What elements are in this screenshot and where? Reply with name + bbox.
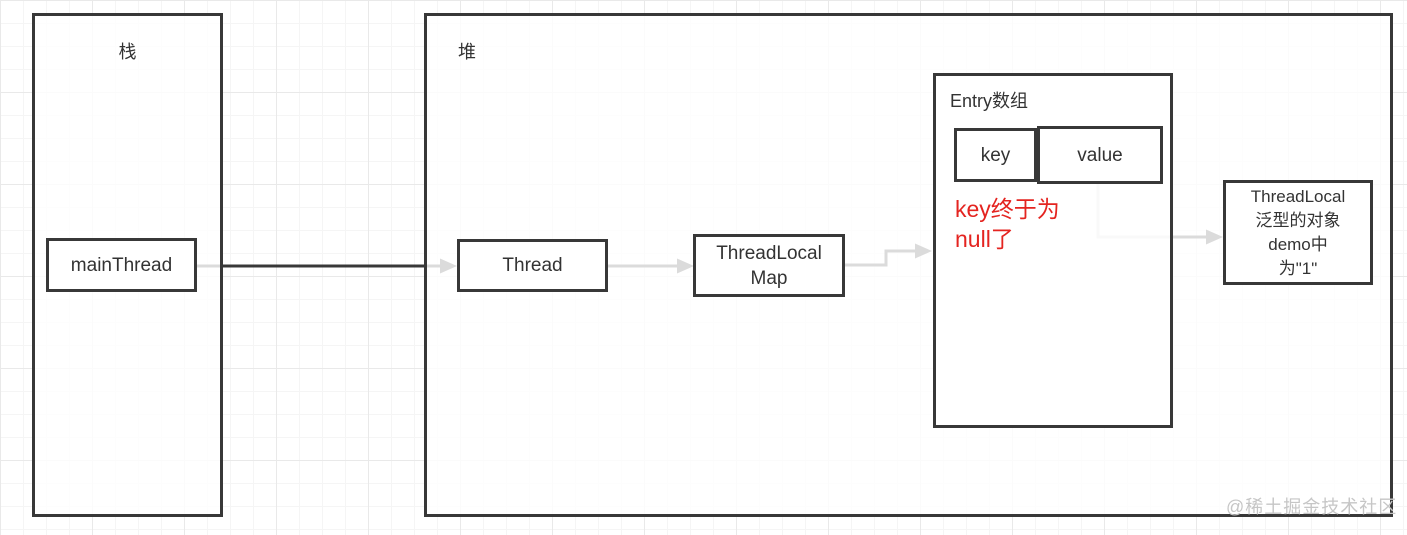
thread-node-label: Thread [502, 255, 563, 276]
threadlocal-object-line1: ThreadLocal [1250, 186, 1346, 206]
arrow-mainthread-to-thread [197, 258, 457, 274]
entry-value-label: value [1077, 144, 1123, 166]
entry-key-label: key [980, 144, 1011, 166]
threadlocal-object-line3: demo中 [1268, 234, 1328, 254]
threadlocalmap-node-label-line2: Map [750, 267, 788, 289]
key-null-annotation-line2: null了 [955, 226, 1014, 252]
entry-array-label: Entry数组 [950, 91, 1029, 111]
thread-node: Thread [457, 239, 608, 292]
entry-array-container: Entry数组 key value key终于为 null了 [933, 73, 1173, 428]
heap-region: 堆 Thread ThreadLocal Map Entry数组 key val… [424, 13, 1393, 517]
mainthread-node-label: mainThread [70, 254, 173, 276]
entry-value-node: value [1037, 126, 1163, 184]
mainthread-node: mainThread [46, 238, 197, 292]
threadlocalmap-node-label-line1: ThreadLocal [716, 242, 822, 264]
key-null-annotation-line1: key终于为 [955, 196, 1060, 222]
threadlocal-object-line4: 为"1" [1278, 258, 1318, 278]
key-null-annotation: key终于为 null了 [955, 194, 1060, 254]
threadlocal-object-line2: 泛型的对象 [1255, 210, 1341, 230]
watermark: @稀土掘金技术社区 [1226, 497, 1398, 517]
entry-key-node: key [954, 128, 1037, 182]
threadlocalmap-node: ThreadLocal Map [693, 234, 845, 297]
stack-region: 栈 mainThread [32, 13, 223, 517]
heap-region-label: 堆 [458, 42, 476, 62]
stack-region-label: 栈 [118, 42, 137, 62]
threadlocal-object-node: ThreadLocal 泛型的对象 demo中 为"1" [1223, 180, 1373, 285]
